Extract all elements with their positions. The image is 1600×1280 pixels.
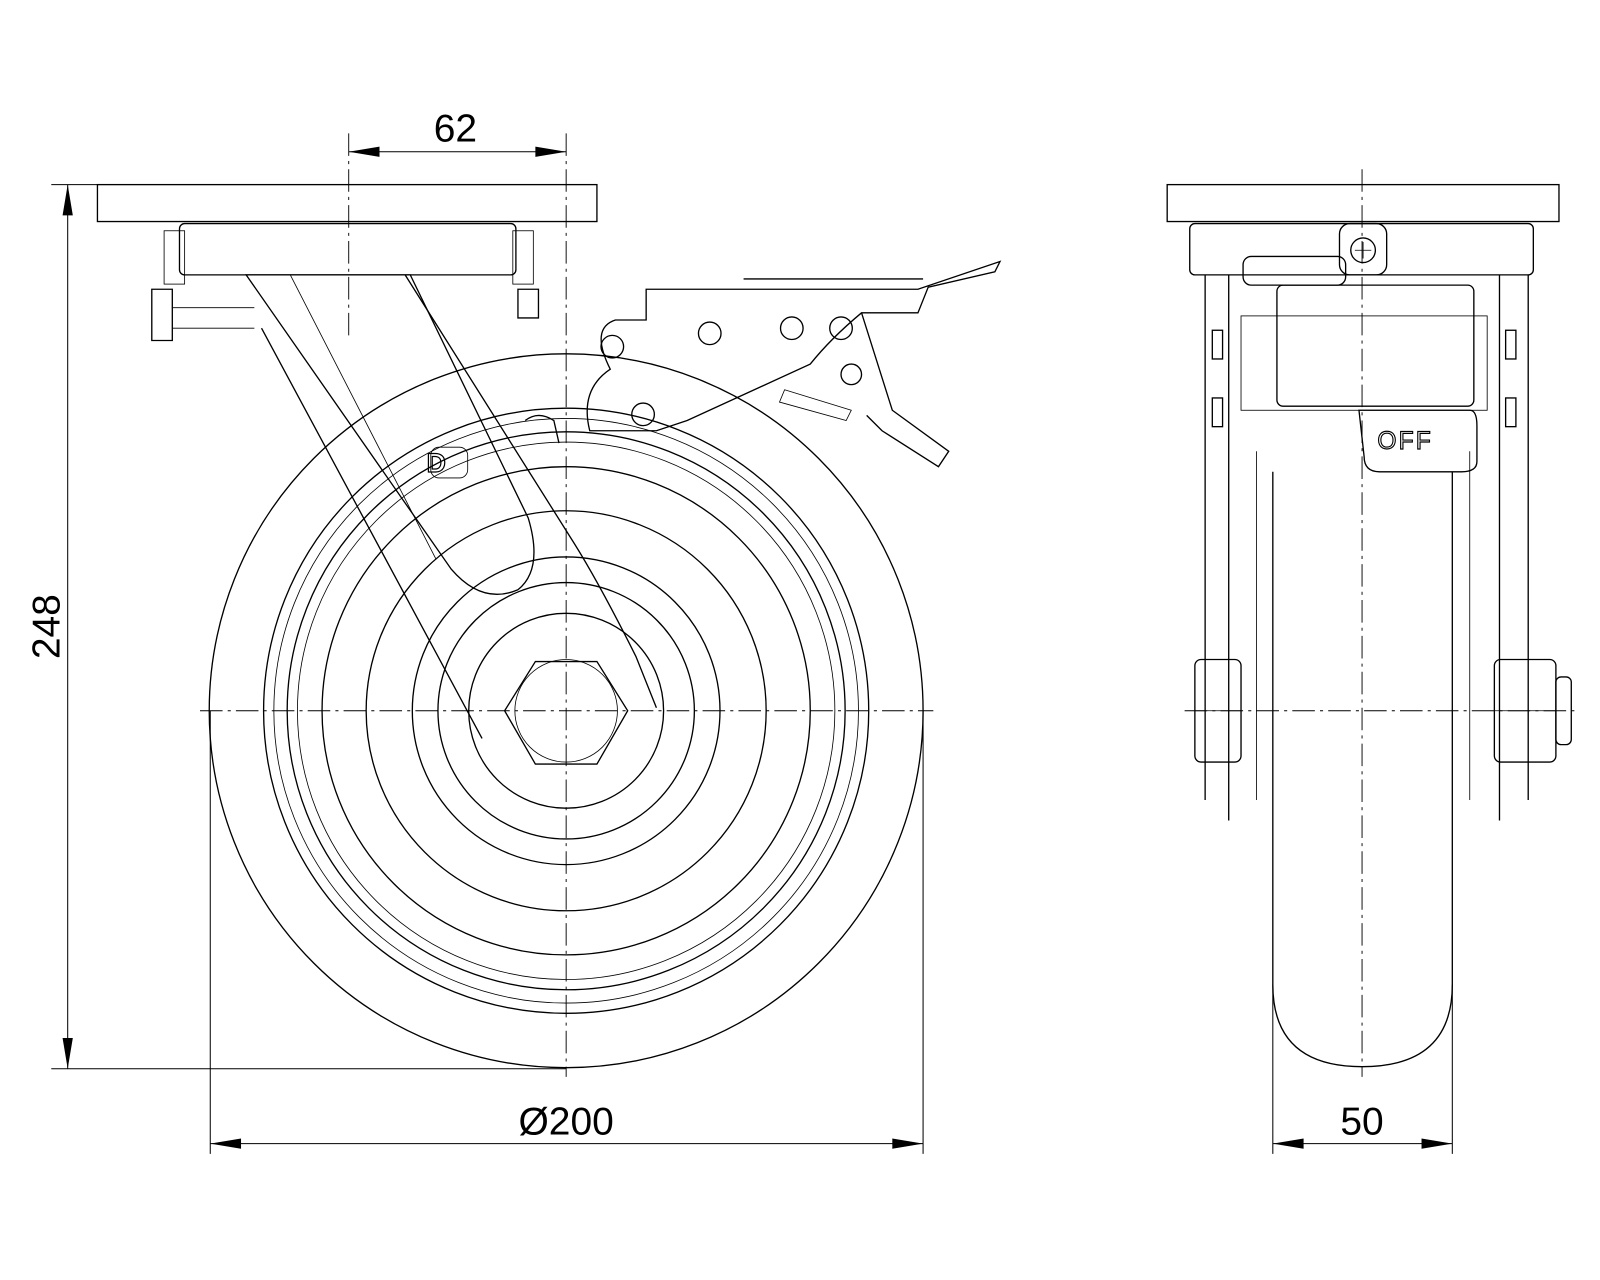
brake-pedal — [1358, 409, 1478, 473]
brake-lever — [586, 260, 1002, 432]
top-plate — [96, 183, 598, 223]
front-view: D — [96, 133, 1002, 1077]
wheel-side — [1272, 471, 1453, 1068]
offset-dimension-label: 62 — [434, 108, 477, 151]
dimension-offset: 62 — [348, 108, 567, 157]
diameter-dimension-label: Ø200 — [518, 1100, 613, 1143]
brake-label: OFF — [1377, 428, 1432, 455]
dimension-width: 50 — [1272, 984, 1453, 1154]
dimension-height: 248 — [25, 184, 567, 1070]
height-dimension-label: 248 — [25, 594, 68, 659]
width-dimension-label: 50 — [1340, 1100, 1383, 1143]
side-view: OFF — [1166, 169, 1580, 1077]
fork-leg — [244, 274, 535, 595]
dimension-diameter: Ø200 — [209, 710, 924, 1154]
